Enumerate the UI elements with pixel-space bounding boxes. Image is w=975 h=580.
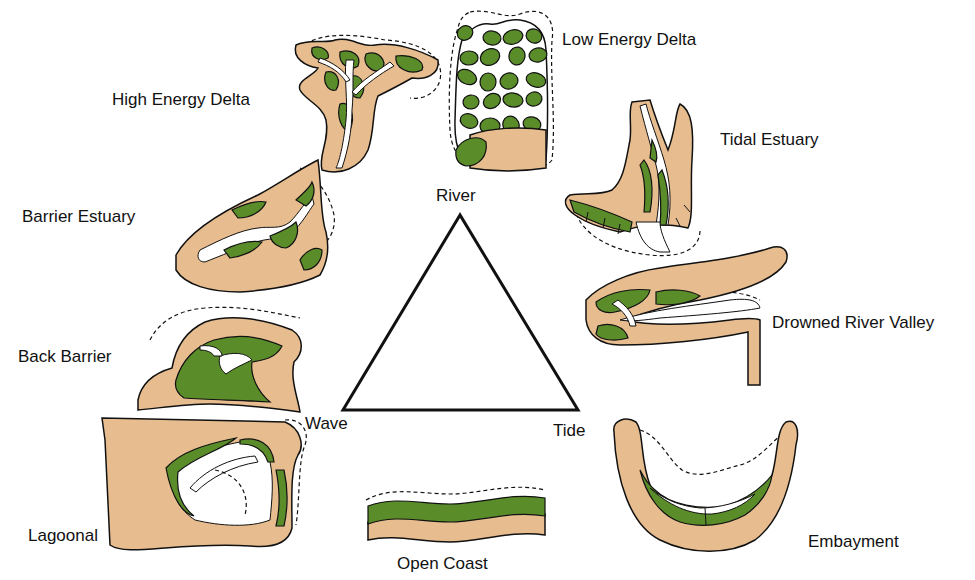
barrier-estuary-figure (176, 160, 334, 292)
tidal-estuary-figure (565, 100, 700, 256)
type-label: Back Barrier (18, 347, 112, 367)
marsh-patch (455, 23, 476, 43)
type-label: Embayment (808, 532, 899, 552)
marsh-patch (524, 27, 544, 46)
back-barrier-figure (138, 307, 301, 412)
vertex-label: Tide (553, 421, 585, 441)
high-energy-delta-figure (295, 35, 440, 172)
marsh-patch (458, 111, 480, 131)
low-energy-delta-figure (449, 11, 553, 171)
marsh-patch (502, 92, 524, 109)
type-label: Drowned River Valley (772, 313, 934, 333)
marsh-patch (455, 66, 479, 87)
marsh-patch (478, 46, 503, 69)
marsh-patch (524, 70, 547, 89)
type-label: High Energy Delta (112, 90, 250, 110)
marsh-patch (462, 94, 479, 110)
type-label: Tidal Estuary (720, 130, 819, 150)
vertex-label: River (436, 186, 476, 206)
vertex-label: Wave (305, 414, 348, 434)
marsh-patch (501, 28, 524, 47)
marsh-patch (482, 30, 502, 46)
process-triangle (343, 215, 578, 410)
open-coast-figure (366, 487, 545, 542)
type-label: Low Energy Delta (562, 30, 696, 50)
marsh-patch (498, 70, 520, 91)
marsh-patch (480, 73, 497, 92)
marsh-patch (460, 51, 478, 66)
embayment-figure (614, 419, 798, 551)
marsh-patch (481, 91, 504, 112)
lagoonal-figure (102, 418, 306, 550)
marsh-patch (528, 46, 548, 63)
type-label: Barrier Estuary (22, 207, 135, 227)
marsh-patch (524, 90, 543, 108)
marsh-patch (507, 46, 526, 67)
type-label: Open Coast (397, 554, 488, 574)
drowned-river-valley-figure (586, 247, 787, 385)
type-label: Lagoonal (28, 526, 98, 546)
